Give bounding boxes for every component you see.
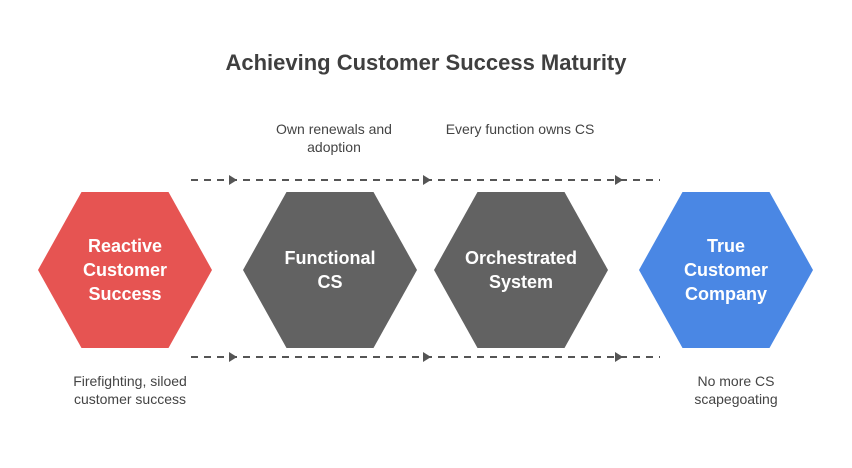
- arrow-head: [229, 175, 237, 185]
- diagram-title: Achieving Customer Success Maturity: [225, 50, 627, 75]
- arrow-head: [615, 175, 623, 185]
- stage-orchestrated-system: Orchestrated System: [434, 192, 608, 348]
- arrow-head: [229, 352, 237, 362]
- stage-true-customer-company: True Customer Company: [639, 192, 813, 348]
- caption-reactive-customer-success: Firefighting, siloed customer success: [73, 373, 187, 407]
- stage-label: Orchestrated System: [464, 248, 578, 292]
- stage-label: True Customer Company: [683, 236, 768, 304]
- stage-functional-cs: Functional CS: [243, 192, 417, 348]
- caption-functional-cs: Own renewals and adoption: [276, 121, 392, 155]
- stage-reactive-customer-success: Reactive Customer Success: [38, 192, 212, 348]
- arrow-head: [423, 352, 431, 362]
- arrow-head: [423, 175, 431, 185]
- arrow-head: [615, 352, 623, 362]
- stage-label: Reactive Customer Success: [82, 236, 167, 304]
- caption-true-customer-company: No more CS scapegoating: [694, 373, 778, 407]
- stage-label: Functional CS: [284, 248, 376, 292]
- caption-orchestrated-system: Every function owns CS: [445, 121, 595, 137]
